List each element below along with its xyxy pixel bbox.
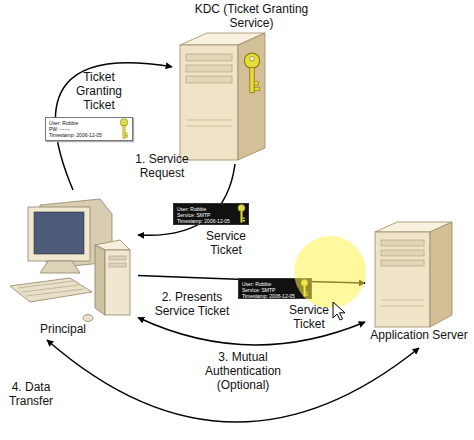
kdc-server: KDC (Ticket Granting Service) xyxy=(172,2,312,164)
drive-bay xyxy=(381,250,424,256)
monitor-bezel xyxy=(28,207,90,261)
drive-bay xyxy=(186,65,232,72)
ticket-field: Service: SMTP xyxy=(239,287,311,293)
server-front xyxy=(375,232,430,327)
ticket-field: Timestamp: 2006-12-05 xyxy=(46,132,132,138)
step-label: 3. Mutual Authentication (Optional) xyxy=(183,350,303,392)
node-label: Application Server xyxy=(365,328,473,342)
vent-line xyxy=(186,120,232,121)
flow-arrow xyxy=(47,340,419,422)
key-row xyxy=(22,285,79,292)
ticket-caption: Service Ticket xyxy=(198,229,254,257)
key-row xyxy=(26,289,84,296)
ticket-field: User: Robbie xyxy=(46,118,132,126)
drive-bay xyxy=(381,260,424,266)
flow-arrow xyxy=(138,318,365,345)
application-server-drawing xyxy=(375,222,452,327)
ticket-field: Service: SMTP xyxy=(174,212,248,218)
server-side xyxy=(238,33,265,160)
computer-drawing xyxy=(10,199,130,322)
node-label: KDC (Ticket Granting Service) xyxy=(184,2,319,30)
ticket-field: User: Robbie xyxy=(174,204,248,212)
node-label: Principal xyxy=(28,322,98,336)
ticket-field: User: Robbie xyxy=(239,279,311,287)
vent-line xyxy=(381,300,424,301)
ticket-field: PW: ------ xyxy=(46,126,132,132)
ticket-card: User: RobbieService: SMTPTimestamp: 2006… xyxy=(173,203,249,225)
monitor-stand xyxy=(40,261,80,273)
server-front xyxy=(180,45,238,160)
ticket-card: User: RobbieService: SMTPTimestamp: 2006… xyxy=(238,278,312,299)
tower-front xyxy=(105,250,130,315)
key-row xyxy=(18,281,74,288)
principal-computer: Principal xyxy=(8,190,138,340)
ticket-field: Timestamp: 2006-12-05 xyxy=(174,218,248,224)
monitor-screen xyxy=(34,212,84,254)
ticket-caption: Ticket Granting Ticket xyxy=(70,70,128,112)
ticket-field: Timestamp: 2006-12-05 xyxy=(239,293,311,299)
vent-line xyxy=(381,306,424,307)
drive-bay xyxy=(186,76,232,83)
ticket-card: User: RobbiePW: ------Timestamp: 2006-12… xyxy=(45,117,133,141)
application-server: Application Server xyxy=(365,218,473,348)
ticket-caption: Service Ticket xyxy=(281,303,337,331)
drive-bay xyxy=(109,256,126,260)
tower-side xyxy=(95,245,105,315)
kdc-server-drawing xyxy=(180,33,265,160)
drive-bay xyxy=(109,263,126,267)
server-side xyxy=(430,222,452,327)
vent-line xyxy=(186,126,232,127)
mouse-cursor xyxy=(333,302,345,320)
step-label: 1. Service Request xyxy=(126,152,198,180)
key-icon xyxy=(244,53,259,93)
step-label: 4. Data Transfer xyxy=(2,380,60,408)
mouse xyxy=(83,315,93,322)
drive-bay xyxy=(186,54,232,61)
drive-bay xyxy=(381,240,424,246)
keyboard xyxy=(10,278,92,302)
step-label: 2. Presents Service Ticket xyxy=(146,290,238,318)
